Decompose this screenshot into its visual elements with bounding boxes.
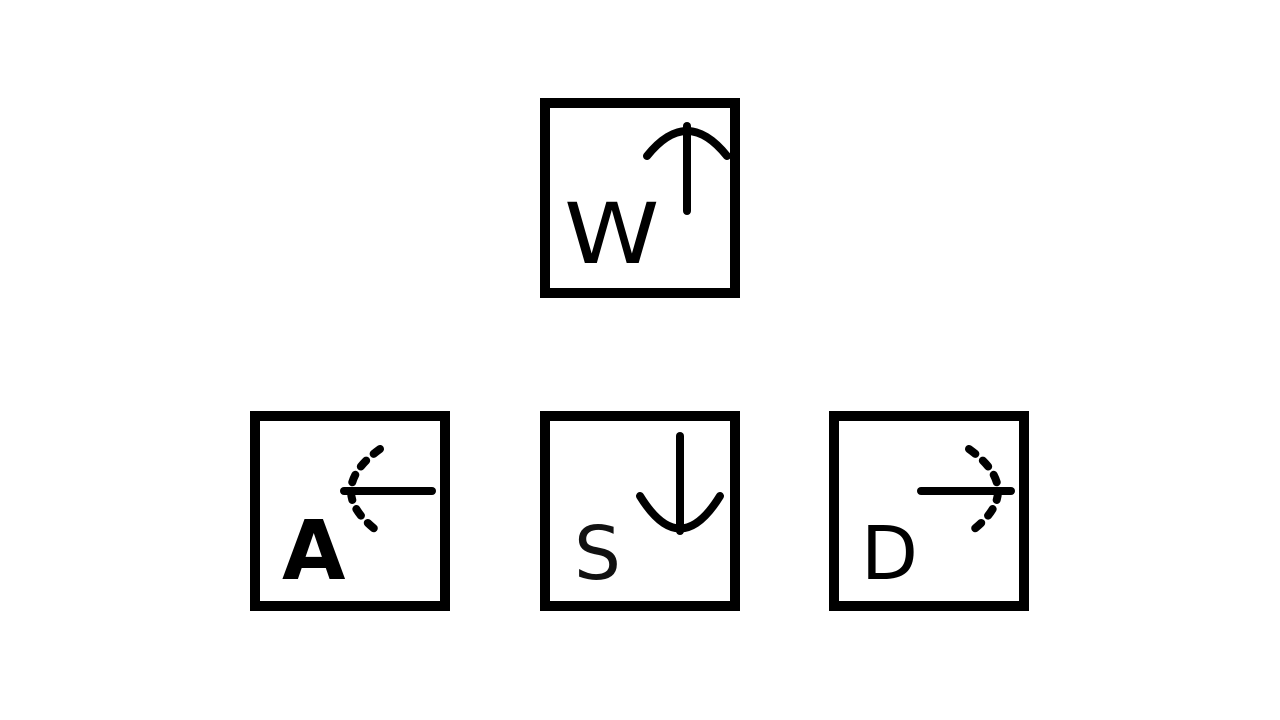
s-key: S: [540, 411, 740, 611]
s-key-label: S: [574, 511, 621, 597]
d-key: D: [829, 411, 1029, 611]
left-arrow-icon: [340, 445, 436, 537]
right-arrow-icon: [917, 445, 1015, 537]
down-arrow-icon: [636, 432, 724, 535]
w-key: W: [540, 98, 740, 298]
w-key-label: W: [564, 185, 660, 283]
d-key-label: D: [861, 511, 918, 597]
up-arrow-icon: [643, 122, 731, 215]
a-key-label: A: [282, 504, 346, 599]
a-key: A: [250, 411, 450, 611]
